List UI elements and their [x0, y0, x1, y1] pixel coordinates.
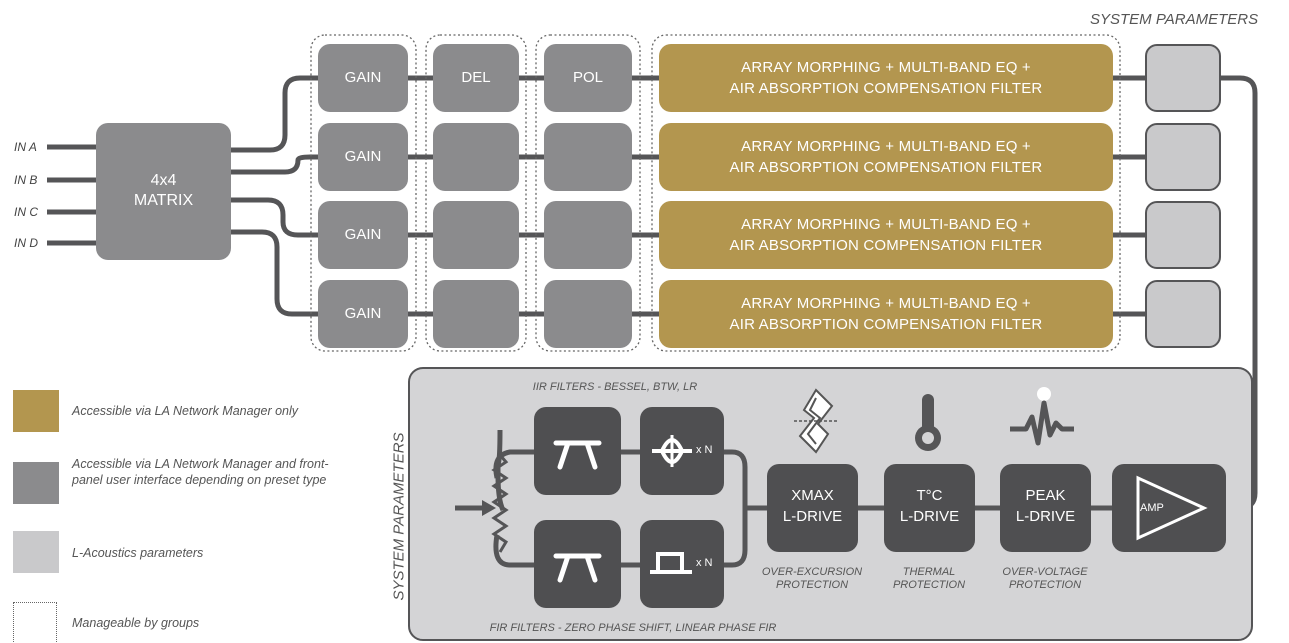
- thermometer-icon: [915, 394, 941, 451]
- legend-text-dotted: Manageable by groups: [72, 616, 200, 630]
- eq-line2-4: AIR ABSORPTION COMPENSATION FILTER: [729, 316, 1043, 333]
- delay-label-1: DEL: [461, 69, 491, 86]
- iir-crossover-filter-box[interactable]: [534, 407, 621, 495]
- group-frame-eq: [651, 34, 1121, 352]
- xn-bottom-label: x N: [696, 557, 713, 569]
- legend-swatch-gold: [13, 390, 59, 432]
- drive-1-caption1: OVER-EXCURSION: [761, 566, 863, 578]
- delay-box-1[interactable]: DEL: [433, 44, 519, 112]
- system-param-box-2[interactable]: [1145, 123, 1221, 191]
- system-param-box-1[interactable]: [1145, 44, 1221, 112]
- group-frame-gain: [310, 34, 417, 352]
- input-label-b: IN B: [14, 173, 38, 187]
- delay-box-4[interactable]: [433, 280, 519, 348]
- drive-3-caption: OVER-VOLTAGE PROTECTION: [985, 566, 1105, 592]
- polarity-box-2[interactable]: [544, 123, 632, 191]
- eq-line1-4: ARRAY MORPHING + MULTI-BAND EQ +: [741, 295, 1031, 312]
- polarity-box-4[interactable]: [544, 280, 632, 348]
- legend-text-midgray: Accessible via LA Network Manager and fr…: [72, 457, 329, 487]
- route-1: [231, 75, 318, 153]
- drive-1-caption2: PROTECTION: [775, 579, 849, 591]
- drive-2-caption1: THERMAL: [902, 566, 956, 578]
- peak-pulse-icon: [1010, 387, 1074, 446]
- amp-box[interactable]: AMP: [1112, 464, 1226, 552]
- eq-line2-2: AIR ABSORPTION COMPENSATION FILTER: [729, 159, 1043, 176]
- fir-eq-filter-box[interactable]: x N: [640, 520, 724, 608]
- legend-swatch-lightgray: [13, 531, 59, 573]
- system-param-box-3[interactable]: [1145, 201, 1221, 269]
- fir-crossover-filter-box[interactable]: [534, 520, 621, 608]
- input-label-a: IN A: [14, 140, 37, 154]
- system-parameters-side-label: SYSTEM PARAMETERS: [390, 432, 408, 601]
- iir-eq-filter-box[interactable]: x N: [640, 407, 724, 495]
- matrix-line2: MATRIX: [133, 192, 194, 209]
- xn-top-label: x N: [696, 444, 713, 456]
- eq-line1-2: ARRAY MORPHING + MULTI-BAND EQ +: [741, 138, 1031, 155]
- xmax-ldrive-box[interactable]: XMAX L-DRIVE: [767, 464, 858, 552]
- eq-line1-1: ARRAY MORPHING + MULTI-BAND EQ +: [741, 59, 1031, 76]
- route-2: [231, 154, 318, 175]
- bell-filter-icon: [652, 435, 692, 467]
- legend-text-lightgray: L-Acoustics parameters: [72, 546, 204, 560]
- eq-box-3[interactable]: ARRAY MORPHING + MULTI-BAND EQ + AIR ABS…: [659, 201, 1113, 269]
- drive-3-line1: PEAK: [1025, 487, 1066, 504]
- delay-box-2[interactable]: [433, 123, 519, 191]
- matrix-box[interactable]: 4x4 MATRIX: [96, 123, 231, 260]
- thermal-ldrive-box[interactable]: T°C L-DRIVE: [884, 464, 975, 552]
- input-label-c: IN C: [14, 205, 38, 219]
- eq-line2-3: AIR ABSORPTION COMPENSATION FILTER: [729, 237, 1043, 254]
- route-3: [231, 197, 318, 238]
- gain-box-2[interactable]: GAIN: [318, 123, 408, 191]
- group-frame-delay: [425, 34, 527, 352]
- polarity-box-3[interactable]: [544, 201, 632, 269]
- amp-label: AMP: [1140, 502, 1164, 514]
- drive-3-line2: L-DRIVE: [1015, 508, 1076, 525]
- legend-swatch-dotted: [13, 602, 57, 642]
- peak-ldrive-box[interactable]: PEAK L-DRIVE: [1000, 464, 1091, 552]
- lowhigh-pass-icon: [553, 440, 602, 470]
- drive-2-line1: T°C: [916, 487, 943, 504]
- drive-2-line2: L-DRIVE: [899, 508, 960, 525]
- crossover-symbol: [455, 454, 509, 553]
- lowhigh-pass-icon-fir: [553, 553, 602, 583]
- drive-3-caption2: PROTECTION: [1008, 579, 1082, 591]
- eq-box-1[interactable]: ARRAY MORPHING + MULTI-BAND EQ + AIR ABS…: [659, 44, 1113, 112]
- legend-swatch-midgray: [13, 462, 59, 504]
- gain-label-1: GAIN: [344, 69, 382, 86]
- gain-label-3: GAIN: [344, 226, 382, 243]
- fir-caption: FIR FILTERS - ZERO PHASE SHIFT, LINEAR P…: [489, 622, 777, 634]
- legend-text-gold: Accessible via LA Network Manager only: [72, 404, 299, 418]
- input-label-d: IN D: [14, 236, 38, 250]
- polarity-box-1[interactable]: POL: [544, 44, 632, 112]
- eq-box-2[interactable]: ARRAY MORPHING + MULTI-BAND EQ + AIR ABS…: [659, 123, 1113, 191]
- system-param-box-4[interactable]: [1145, 280, 1221, 348]
- group-frame-polarity: [535, 34, 641, 352]
- eq-box-4[interactable]: ARRAY MORPHING + MULTI-BAND EQ + AIR ABS…: [659, 280, 1113, 348]
- eq-line2-1: AIR ABSORPTION COMPENSATION FILTER: [729, 80, 1043, 97]
- polarity-label-1: POL: [572, 69, 603, 86]
- drive-1-line1: XMAX: [791, 487, 834, 504]
- gain-box-1[interactable]: GAIN: [318, 44, 408, 112]
- route-4: [231, 229, 318, 317]
- excursion-icon: [794, 388, 838, 454]
- amplifier-triangle-icon: [1136, 475, 1208, 541]
- delay-box-3[interactable]: [433, 201, 519, 269]
- gain-label-4: GAIN: [344, 305, 382, 322]
- gain-label-2: GAIN: [344, 148, 382, 165]
- matrix-line1: 4x4: [150, 172, 177, 189]
- drive-2-caption: THERMAL PROTECTION: [869, 566, 989, 592]
- drive-1-line2: L-DRIVE: [782, 508, 843, 525]
- system-parameters-top-label: SYSTEM PARAMETERS: [1090, 11, 1259, 28]
- iir-caption: IIR FILTERS - BESSEL, BTW, LR: [532, 381, 698, 393]
- gain-box-4[interactable]: GAIN: [318, 280, 408, 348]
- gain-box-3[interactable]: GAIN: [318, 201, 408, 269]
- eq-line1-3: ARRAY MORPHING + MULTI-BAND EQ +: [741, 216, 1031, 233]
- notch-filter-icon: [650, 552, 692, 574]
- drive-1-caption: OVER-EXCURSION PROTECTION: [752, 566, 872, 592]
- drive-2-caption2: PROTECTION: [892, 579, 966, 591]
- drive-3-caption1: OVER-VOLTAGE: [1002, 566, 1088, 578]
